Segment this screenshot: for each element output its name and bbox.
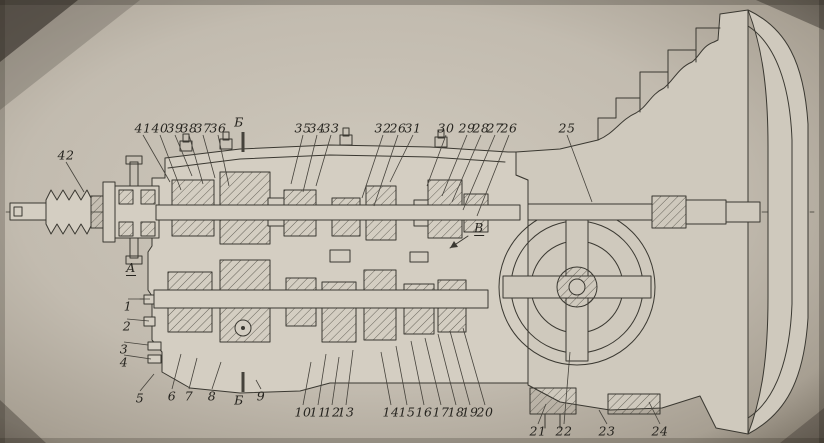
part-callout-37: 37 (194, 120, 212, 136)
part-callout-23: 23 (598, 423, 616, 439)
part-callout-22: 22 (555, 423, 573, 439)
part-callout-21: 21 (529, 423, 547, 439)
part-callout-13: 13 (337, 404, 355, 420)
part-callout-30: 30 (437, 120, 455, 136)
part-callout-33: 33 (322, 120, 340, 136)
part-callout-25: 25 (558, 120, 576, 136)
part-callout-26: 26 (389, 120, 407, 136)
part-callout-29: 29 (458, 120, 476, 136)
part-callout-5: 5 (135, 390, 145, 406)
part-callout-26: 26 (500, 120, 518, 136)
view-arrow (449, 235, 469, 249)
part-callout-24: 24 (651, 423, 669, 439)
part-callout-15: 15 (398, 404, 416, 420)
part-callout-7: 7 (184, 388, 194, 404)
part-callout-41: 41 (134, 120, 152, 136)
part-callout-39: 39 (166, 120, 184, 136)
part-callout-31: 31 (404, 120, 422, 136)
part-callout-11: 11 (309, 404, 327, 420)
clutch-housing-opening (498, 208, 656, 366)
part-callout-17: 17 (432, 404, 450, 420)
part-callout-36: 36 (209, 120, 227, 136)
part-callout-42: 42 (57, 147, 75, 163)
part-callout-10: 10 (294, 404, 312, 420)
part-callout-4: 4 (119, 354, 129, 370)
part-callout-38: 38 (180, 120, 198, 136)
input-shaft (9, 155, 160, 265)
part-callout-3: 3 (119, 341, 129, 357)
part-callout-14: 14 (382, 404, 400, 420)
part-callout-Б: Б (234, 114, 244, 130)
part-callout-1: 1 (123, 298, 133, 314)
clutch-flange (747, 9, 809, 435)
countershaft-gears (153, 249, 489, 343)
part-callout-А: А (126, 260, 136, 276)
part-callout-32: 32 (374, 120, 392, 136)
part-callout-27: 27 (486, 120, 504, 136)
part-callout-В: В (474, 220, 484, 236)
output-shaft (527, 195, 761, 229)
part-callout-8: 8 (207, 388, 217, 404)
part-callout-28: 28 (472, 120, 490, 136)
part-callout-40: 40 (151, 120, 169, 136)
part-callout-18: 18 (447, 404, 465, 420)
part-callout-Б: Б (234, 392, 244, 408)
part-callout-35: 35 (294, 120, 312, 136)
part-callout-19: 19 (461, 404, 479, 420)
part-callout-20: 20 (476, 404, 494, 420)
part-callout-12: 12 (323, 404, 341, 420)
part-callout-9: 9 (256, 388, 266, 404)
part-callout-34: 34 (308, 120, 326, 136)
part-callout-6: 6 (167, 388, 177, 404)
part-callout-16: 16 (415, 404, 433, 420)
part-callout-2: 2 (122, 318, 132, 334)
